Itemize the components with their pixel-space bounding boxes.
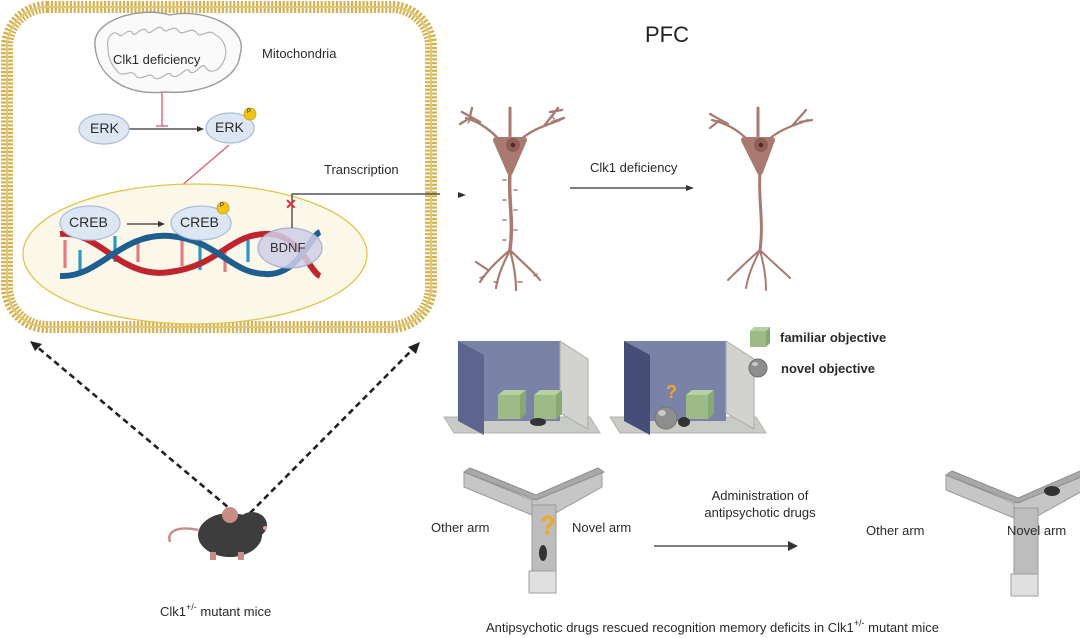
mouse-icon [539, 545, 547, 561]
bdnf-gene [257, 227, 323, 269]
neuron-arrow-label: Clk1 deficiency [590, 160, 678, 175]
ymaze-right-novel-arm: Novel arm [1007, 523, 1067, 538]
mitochondria-deficiency-label: Clk1 deficiency [113, 52, 201, 67]
grey-sphere-icon [654, 406, 678, 430]
creb-protein [59, 205, 121, 241]
phospho-badge-creb [216, 201, 230, 215]
question-mark-icon: ? [666, 382, 677, 402]
mouse-caption-superscript: +/- [186, 602, 197, 612]
phospho-badge-label: P [220, 203, 225, 209]
mouse-caption-suffix: mutant mice [196, 604, 272, 619]
cell-membrane-inner [6, 6, 432, 328]
creb-label: CREB [69, 214, 108, 230]
ymaze-left-novel-arm: Novel arm [572, 520, 632, 535]
administration-label-line2: antipsychotic drugs [704, 505, 816, 520]
green-cube-icon [534, 390, 562, 419]
mouse-caption-prefix: Clk1 [160, 604, 187, 619]
transcription-label: Transcription [324, 162, 399, 177]
bottom-caption-superscript: +/- [853, 618, 865, 628]
healthy-neuron-icon [458, 106, 566, 292]
creb-phospho-protein [170, 205, 232, 241]
ymaze-left-icon [462, 467, 606, 594]
ymaze-panel [462, 467, 1080, 597]
legend-green-cube-icon [750, 327, 770, 347]
mitochondria-label: Mitochondria [262, 46, 337, 61]
ymaze-left-other-arm: Other arm [431, 520, 490, 535]
mitochondria-icon [94, 11, 242, 94]
ymaze-right-icon [944, 470, 1080, 597]
green-cube-icon [686, 390, 714, 419]
bottom-caption-prefix: Antipsychotic drugs rescued recognition … [486, 620, 854, 635]
legend-label-familiar: familiar objective [780, 330, 887, 345]
phospho-badge-erk [243, 107, 257, 121]
erk-label: ERK [90, 120, 119, 136]
green-cube-icon [498, 390, 526, 419]
ymaze-right-other-arm: Other arm [866, 523, 925, 538]
mouse-panel [30, 341, 420, 560]
erk-phospho-label: ERK [215, 119, 244, 135]
erk-protein [78, 113, 130, 145]
legend-label-novel: novel objective [781, 361, 875, 376]
bottom-caption: Antipsychotic drugs rescued recognition … [486, 618, 939, 635]
deficient-neuron-icon [708, 106, 814, 291]
neuron-panel [458, 106, 814, 292]
pfc-title: PFC [645, 22, 689, 47]
dashed-arrow-right [249, 347, 415, 514]
administration-label: Administration of antipsychotic drugs [660, 487, 860, 521]
open-field-box-familiar [443, 340, 601, 435]
creb-phospho-label: CREB [180, 214, 219, 230]
bdnf-label: BDNF [270, 240, 306, 255]
open-field-box-novel [609, 340, 767, 435]
mouse-caption: Clk1+/- mutant mice [160, 602, 272, 619]
cell-panel [1, 1, 440, 333]
bottom-caption-suffix: mutant mice [864, 620, 939, 635]
mouse-icon [678, 417, 690, 427]
novel-object-test [443, 340, 767, 435]
blocked-x-icon: ✕ [285, 196, 297, 212]
mouse-icon [1044, 486, 1060, 496]
ymaze-question-mark-icon: ? [540, 510, 556, 540]
administration-label-line1: Administration of [711, 488, 809, 503]
mouse-icon [168, 507, 267, 560]
legend: familiar objective novel objective [748, 326, 978, 386]
erk-phospho-protein [205, 112, 255, 144]
dashed-arrow-left [35, 345, 236, 514]
legend-grey-sphere-icon [748, 358, 768, 378]
phospho-badge-label: P [247, 109, 252, 115]
mouse-icon [530, 418, 546, 426]
